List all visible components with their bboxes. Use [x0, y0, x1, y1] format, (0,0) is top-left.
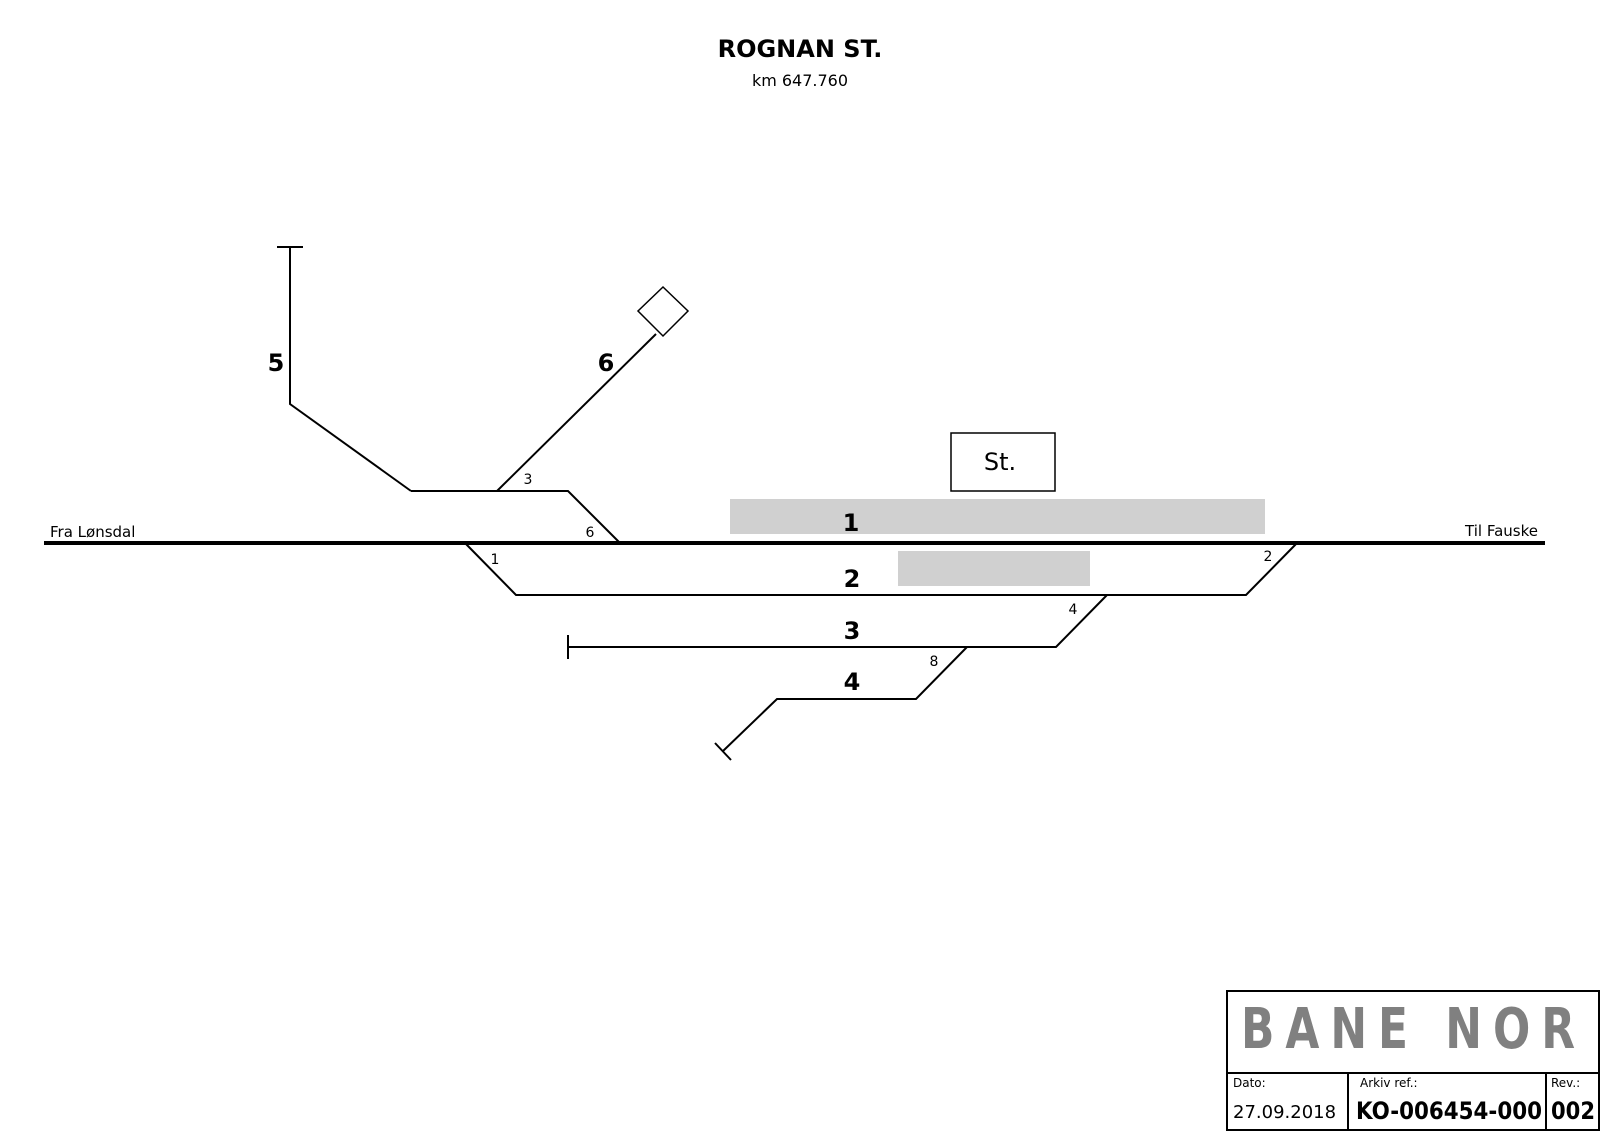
archive-value: KO-006454-000: [1356, 1097, 1542, 1125]
platform-track-1: [730, 499, 1265, 534]
track-3-line: [568, 594, 1108, 648]
track-number-1: 1: [843, 509, 860, 537]
label-from-lonsdal: Fra Lønsdal: [50, 523, 135, 541]
siding-connector: [411, 490, 621, 544]
track-4-line: [722, 646, 968, 752]
platform-track-2: [898, 551, 1090, 586]
track-number-5: 5: [268, 349, 285, 377]
buffer-stop-track-4: [714, 742, 732, 761]
page-subtitle: km 647.760: [752, 71, 848, 90]
track-6-end-marker: [636, 285, 690, 338]
station-building-label: St.: [984, 448, 1016, 476]
switch-number-6: 6: [586, 525, 595, 541]
track-6-line: [496, 333, 657, 492]
label-to-fauske: Til Fauske: [1464, 522, 1538, 540]
track-2-line: [464, 542, 1298, 596]
station-building: [950, 432, 1056, 492]
switch-number-2: 2: [1264, 549, 1273, 565]
switch-number-3: 3: [524, 472, 533, 488]
track-number-2: 2: [844, 565, 861, 593]
title-block: BANE NOR Dato: 27.09.2018 Arkiv ref.: KO…: [1226, 990, 1600, 1131]
page-title: ROGNAN ST.: [718, 35, 883, 63]
archive-label: Arkiv ref.:: [1360, 1076, 1418, 1090]
track-number-6: 6: [598, 349, 615, 377]
switch-number-8: 8: [930, 654, 939, 670]
date-label: Dato:: [1233, 1076, 1266, 1090]
track-number-4: 4: [844, 668, 861, 696]
switch-number-4: 4: [1069, 602, 1078, 618]
bane-nor-logo: BANE NOR: [1241, 997, 1586, 1062]
rev-value: 002: [1551, 1097, 1595, 1125]
rev-label: Rev.:: [1551, 1076, 1580, 1090]
track-number-3: 3: [844, 617, 861, 645]
title-block-frame: [1226, 990, 1600, 1131]
switch-number-1: 1: [491, 552, 500, 568]
track-5-line: [289, 247, 412, 492]
date-value: 27.09.2018: [1233, 1102, 1336, 1123]
